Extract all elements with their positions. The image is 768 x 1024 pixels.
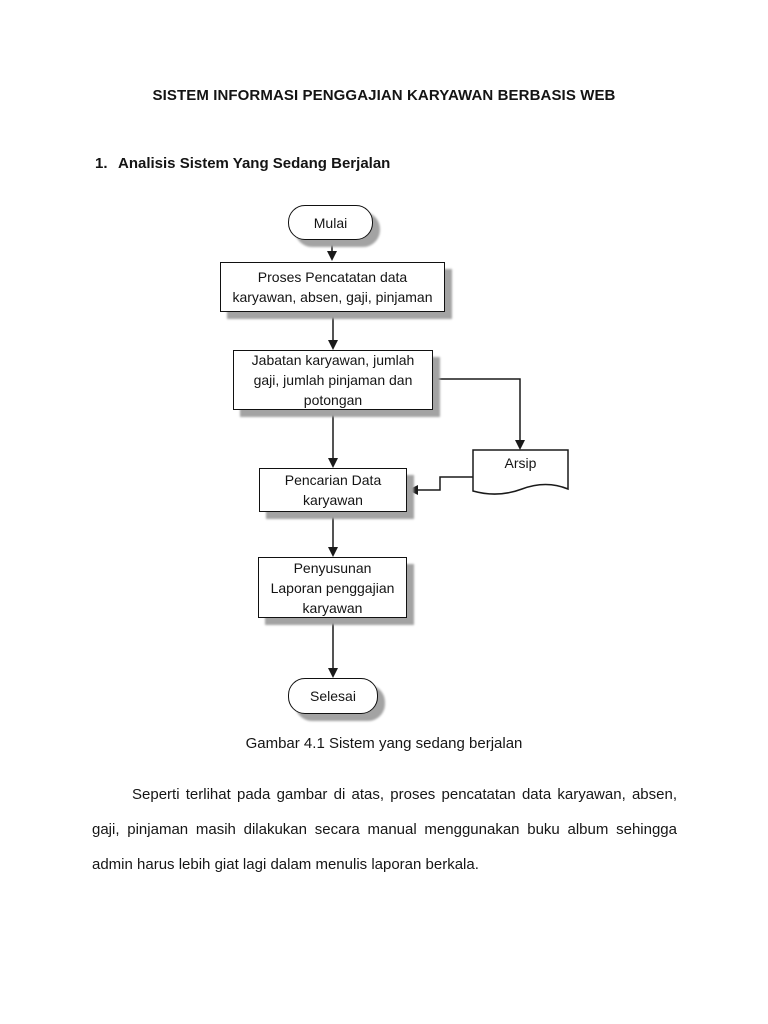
- process-line: Jabatan karyawan, jumlah: [251, 352, 415, 368]
- paragraph-line: Seperti terlihat pada gambar di atas, pr…: [132, 786, 677, 803]
- section-heading: 1. Analisis Sistem Yang Sedang Berjalan: [95, 155, 390, 172]
- process-line: Proses Pencatatan data: [257, 269, 408, 285]
- arsip-document-shape: [472, 449, 569, 495]
- section-number: 1.: [95, 155, 108, 172]
- process-line: potongan: [303, 392, 363, 408]
- arsip-document-label: Arsip: [504, 455, 537, 471]
- process-line: gaji, jumlah pinjaman dan: [253, 372, 413, 388]
- flowchart-process-penyusunan: Penyusunan Laporan penggajian karyawan: [258, 557, 407, 618]
- process-line: karyawan: [302, 599, 363, 616]
- connector-lines: [331, 240, 521, 669]
- flowchart-process-pencarian: Pencarian Data karyawan: [259, 468, 407, 512]
- end-label: Selesai: [310, 688, 356, 704]
- flowchart-end-node: Selesai: [288, 678, 378, 714]
- start-label: Mulai: [313, 214, 348, 231]
- process-line: karyawan: [303, 492, 363, 508]
- arrowheads: [327, 251, 525, 678]
- section-heading-text: Analisis Sistem Yang Sedang Berjalan: [118, 155, 391, 172]
- process-line: Penyusunan: [293, 559, 372, 576]
- flowchart-process-jabatan: Jabatan karyawan, jumlah gaji, jumlah pi…: [233, 350, 433, 410]
- flowchart-start-node: Mulai: [288, 205, 373, 240]
- process-line: karyawan, absen, gaji, pinjaman: [232, 289, 433, 305]
- flowchart-process-pencatatan: Proses Pencatatan data karyawan, absen, …: [220, 262, 445, 312]
- body-paragraph: Seperti terlihat pada gambar di atas, pr…: [92, 777, 677, 882]
- paragraph-line: gaji, pinjaman masih dilakukan secara ma…: [92, 821, 677, 838]
- document-title: SISTEM INFORMASI PENGGAJIAN KARYAWAN BER…: [152, 87, 616, 104]
- process-line: Pencarian Data: [284, 472, 382, 488]
- process-line: Laporan penggajian: [270, 579, 395, 596]
- paragraph-line: admin harus lebih giat lagi dalam menuli…: [92, 856, 479, 873]
- figure-caption: Gambar 4.1 Sistem yang sedang berjalan: [245, 735, 523, 752]
